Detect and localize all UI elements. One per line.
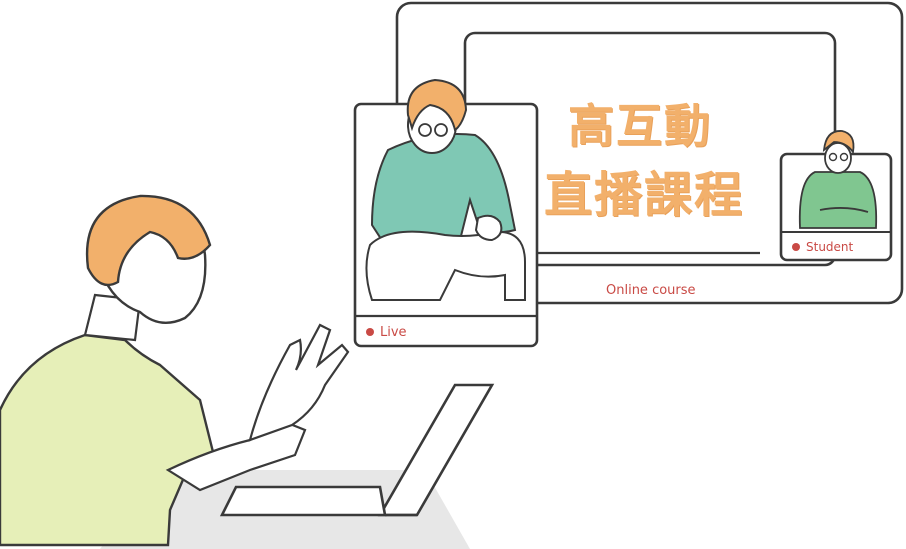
laptop xyxy=(219,383,495,517)
headline-line-1: 高互動 xyxy=(568,99,712,153)
student-indicator-dot xyxy=(792,243,800,251)
live-label: Live xyxy=(366,325,407,340)
student-label: Student xyxy=(792,240,853,254)
instructor-figure xyxy=(365,78,526,301)
online-course-label: Online course xyxy=(606,283,696,298)
student-figure xyxy=(798,130,878,229)
headline-line-2: 直播課程 xyxy=(544,167,745,223)
live-indicator-dot xyxy=(366,328,374,336)
learner-figure xyxy=(0,194,350,547)
